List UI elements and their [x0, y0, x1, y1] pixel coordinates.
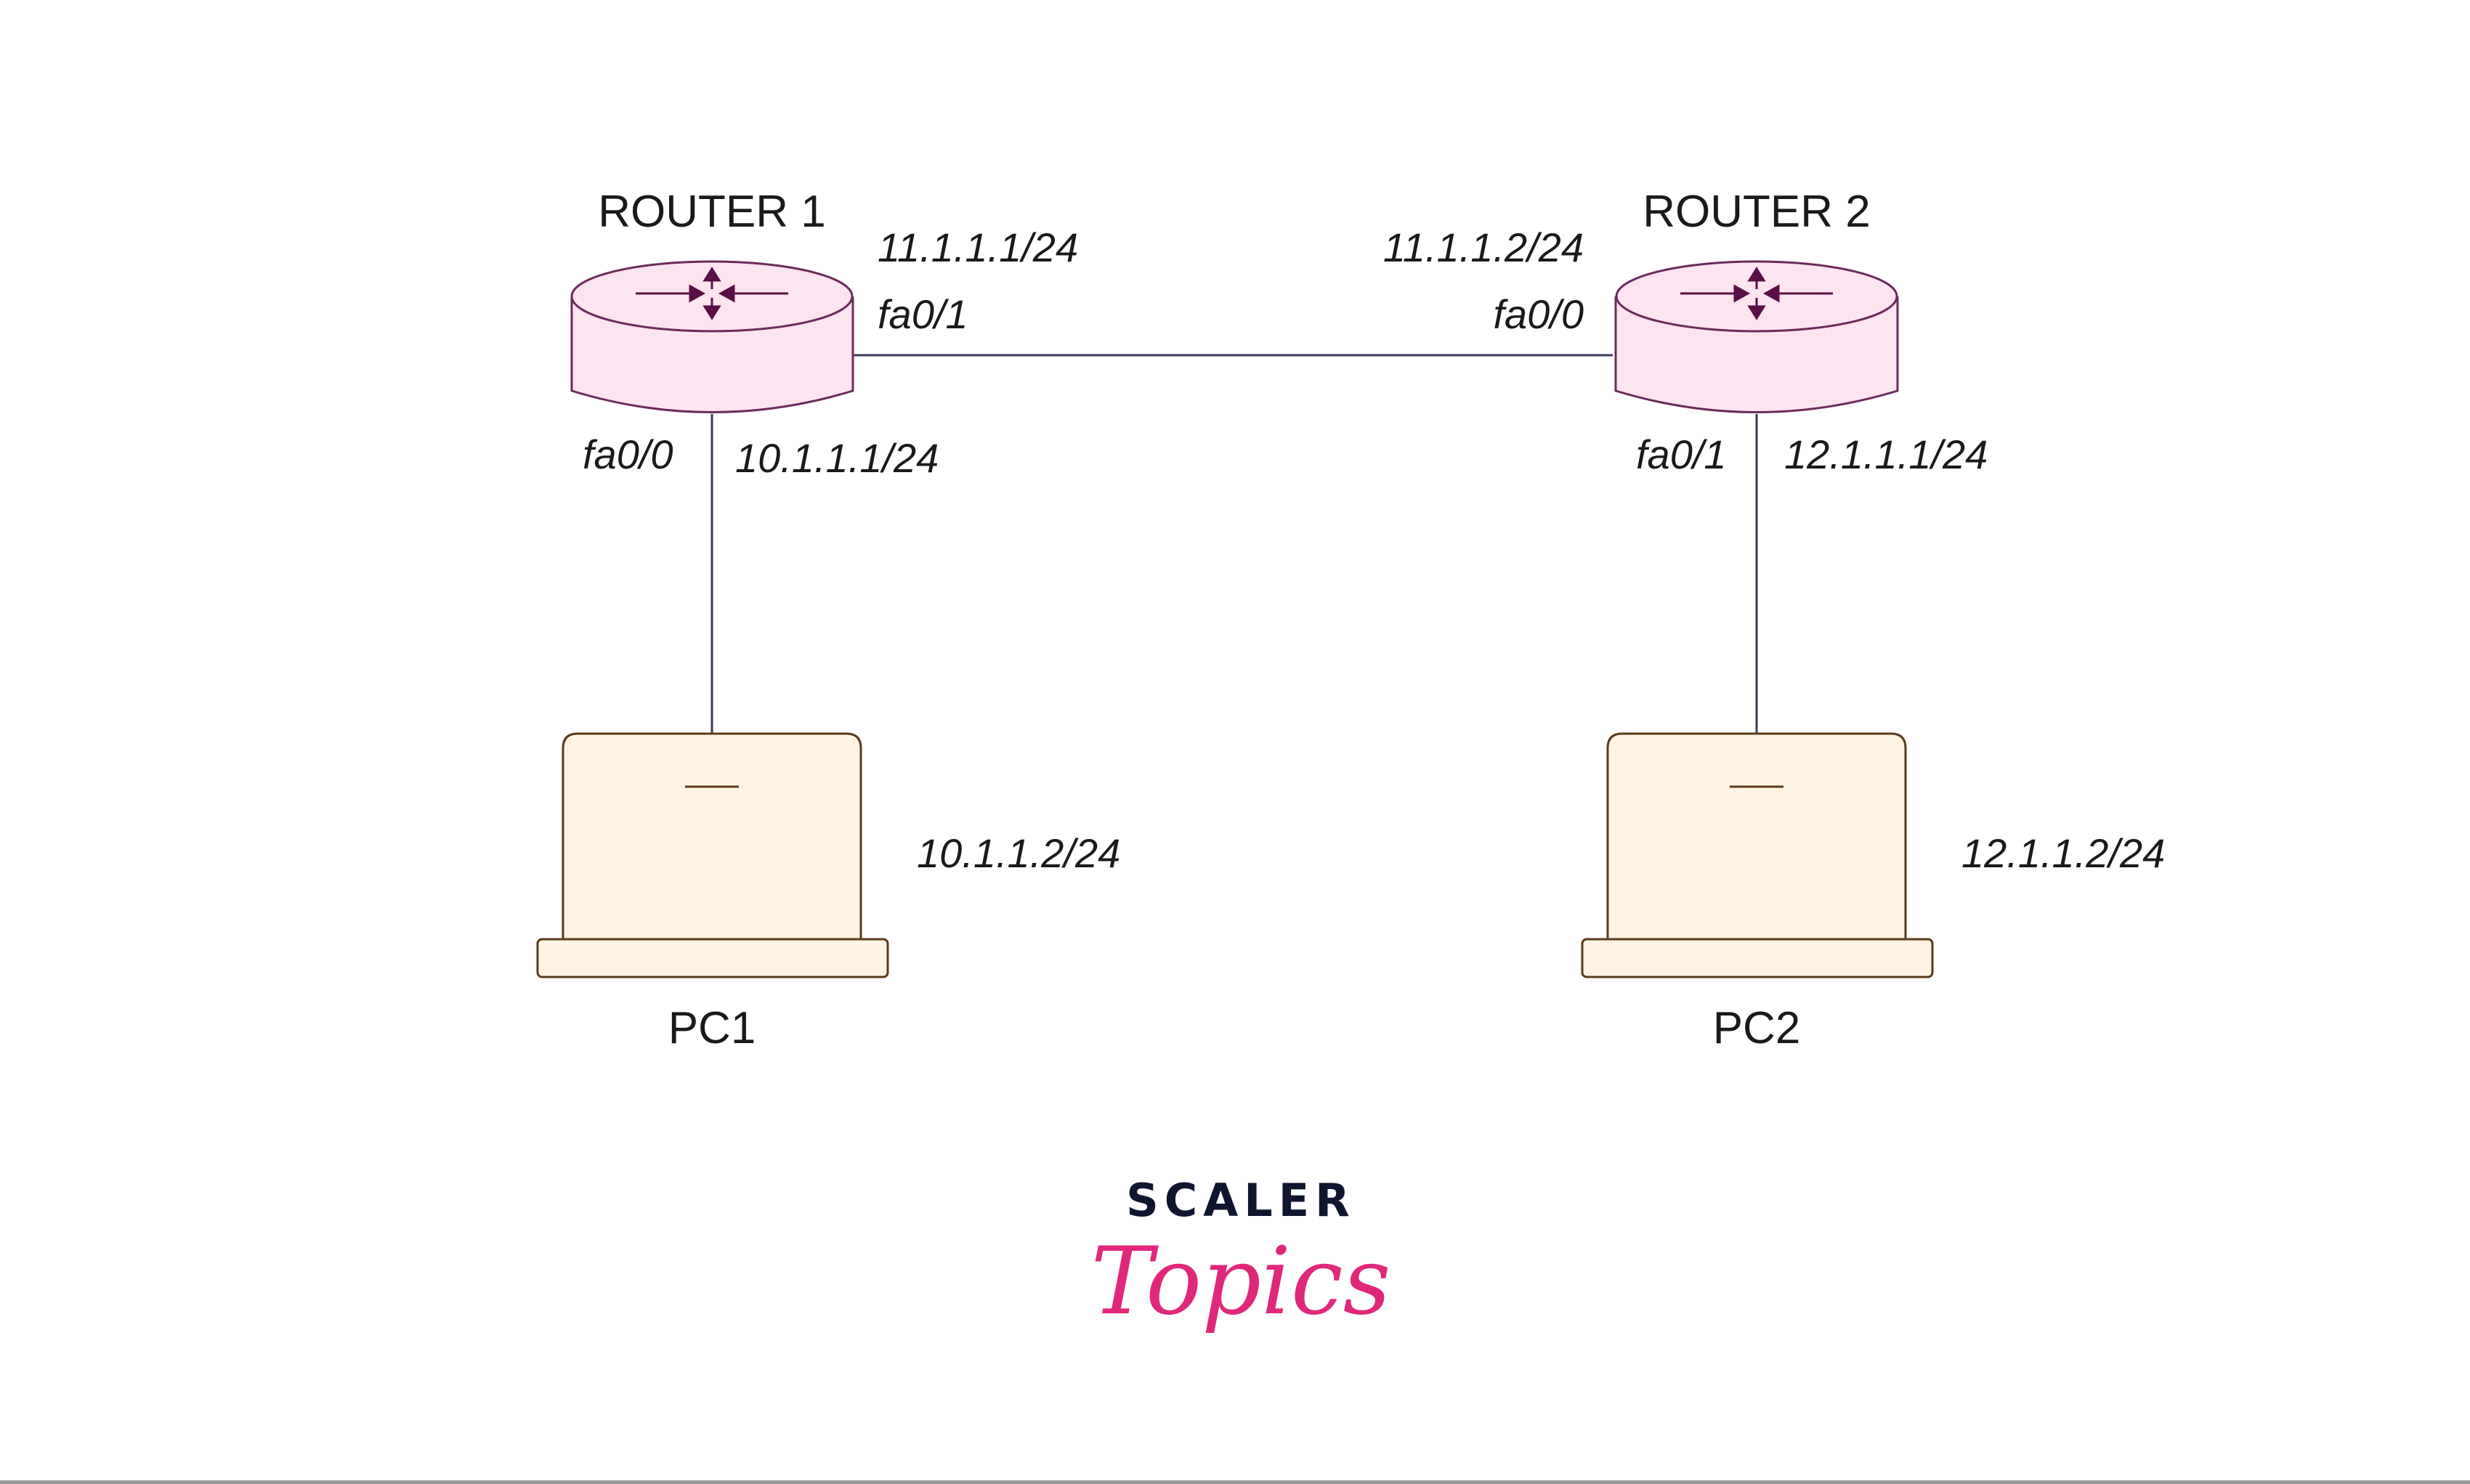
pc-1-ip: 10.1.1.2/24 [917, 830, 1120, 876]
pc-1 [536, 732, 889, 978]
logo-scaler-text: SCALER [1126, 1174, 1356, 1227]
router-2-fa00: fa0/0 [1493, 291, 1584, 337]
router-1 [570, 260, 854, 413]
router-2-fa01: fa0/1 [1636, 431, 1727, 477]
pc-1-label: PC1 [668, 1003, 756, 1053]
pc-2-label: PC2 [1713, 1003, 1801, 1053]
scaler-topics-logo: SCALER Topics [1091, 1174, 1391, 1336]
router-1-top [570, 260, 854, 333]
router-2-label: ROUTER 2 [1643, 187, 1870, 237]
router-arrows-icon [1680, 267, 1833, 320]
router-1-label: ROUTER 1 [598, 187, 825, 237]
laptop-base [536, 938, 889, 978]
bottom-divider [0, 1480, 2470, 1484]
pc-2 [1581, 732, 1934, 978]
laptop-screen [562, 732, 862, 941]
pc-2-ip: 12.1.1.2/24 [1961, 830, 2165, 876]
router-1-fa01: fa0/1 [878, 291, 968, 337]
laptop-base [1581, 938, 1934, 978]
laptop-screen [1606, 732, 1907, 941]
logo-topics-text: Topics [1091, 1228, 1391, 1336]
router-1-fa01-ip: 11.1.1.1/24 [878, 224, 1078, 270]
router-1-fa00: fa0/0 [583, 431, 673, 477]
router-2 [1614, 260, 1899, 413]
router-2-top [1615, 260, 1898, 333]
router-1-fa00-ip: 10.1.1.1/24 [735, 435, 939, 481]
router-2-fa01-ip: 12.1.1.1/24 [1784, 431, 1988, 477]
router-arrows-icon [636, 267, 788, 320]
router-2-fa00-ip: 11.1.1.2/24 [1383, 224, 1584, 270]
